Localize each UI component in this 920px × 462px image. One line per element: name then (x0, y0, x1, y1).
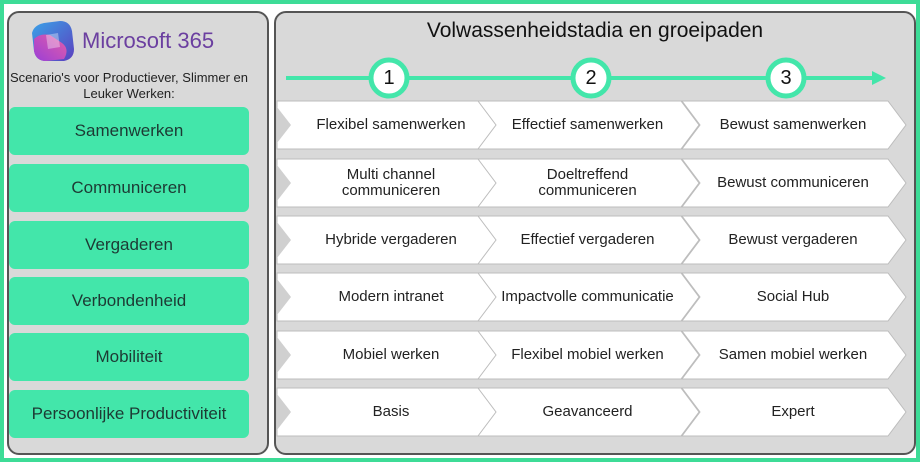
stage-chevron (477, 272, 700, 322)
stage-label: Doeltreffend communiceren (538, 166, 637, 199)
microsoft-365-icon (32, 21, 74, 61)
row-start-notch (277, 337, 291, 373)
step-number-3: 3 (780, 66, 792, 89)
stage-chevron (681, 387, 907, 437)
maturity-title: Volwassenheidstadia en groeipaden (426, 19, 764, 42)
stage-label: Bewust samenwerken (719, 116, 867, 133)
brand-name: Microsoft 365 (82, 28, 215, 53)
stage-label: Flexibel samenwerken (316, 116, 466, 133)
step-circle-3 (765, 57, 807, 99)
stage-label: Impactvolle communicatie (501, 288, 674, 305)
stage-chevron (477, 215, 700, 265)
scenario-1: Samenwerken (9, 107, 249, 155)
row-start-notch (277, 279, 291, 315)
stage-label: Basis (372, 403, 410, 420)
stage-label: Geavanceerd (542, 403, 633, 420)
stage-label: Bewust communiceren (717, 174, 869, 191)
stage-label: Multi channel communiceren (341, 166, 441, 199)
row-start-notch (277, 394, 291, 430)
stage-chevron (681, 215, 907, 265)
stage-chevron (681, 100, 907, 150)
scenario-2: Communiceren (9, 164, 249, 212)
row-start-notch (277, 107, 291, 143)
scenario-subtitle: Scenario's voor Productiever, Slimmer en… (9, 70, 249, 101)
scenario-3: Vergaderen (9, 221, 249, 269)
stage-chevron (477, 387, 700, 437)
stage-label: Effectief samenwerken (511, 116, 664, 133)
stage-label: Effectief vergaderen (520, 231, 655, 248)
stage-chevron (681, 330, 907, 380)
scenario-4: Verbondenheid (9, 277, 249, 325)
row-start-notch (277, 222, 291, 258)
step-circle-1 (368, 57, 410, 99)
brand-logo: Microsoft 365 (30, 20, 214, 62)
stage-chevron (477, 100, 700, 150)
timeline-arrowhead (872, 71, 886, 85)
stage-label: Social Hub (756, 288, 830, 305)
stage-chevron (477, 330, 700, 380)
stage-label: Bewust vergaderen (728, 231, 858, 248)
stage-chevron (477, 158, 700, 208)
stage-chevron (681, 158, 907, 208)
stage-label: Samen mobiel werken (718, 346, 868, 363)
scenario-6: Persoonlijke Productiviteit (9, 390, 249, 438)
row-start-notch (277, 165, 291, 201)
stage-label: Modern intranet (338, 288, 444, 305)
scenario-5: Mobiliteit (9, 333, 249, 381)
stage-label: Expert (771, 403, 815, 420)
step-number-1: 1 (383, 66, 395, 89)
stage-label: Mobiel werken (342, 346, 440, 363)
step-number-2: 2 (585, 66, 597, 89)
step-circle-2 (570, 57, 612, 99)
stage-label: Hybride vergaderen (325, 231, 457, 248)
stage-chevron (681, 272, 907, 322)
stage-label: Flexibel mobiel werken (511, 346, 664, 363)
